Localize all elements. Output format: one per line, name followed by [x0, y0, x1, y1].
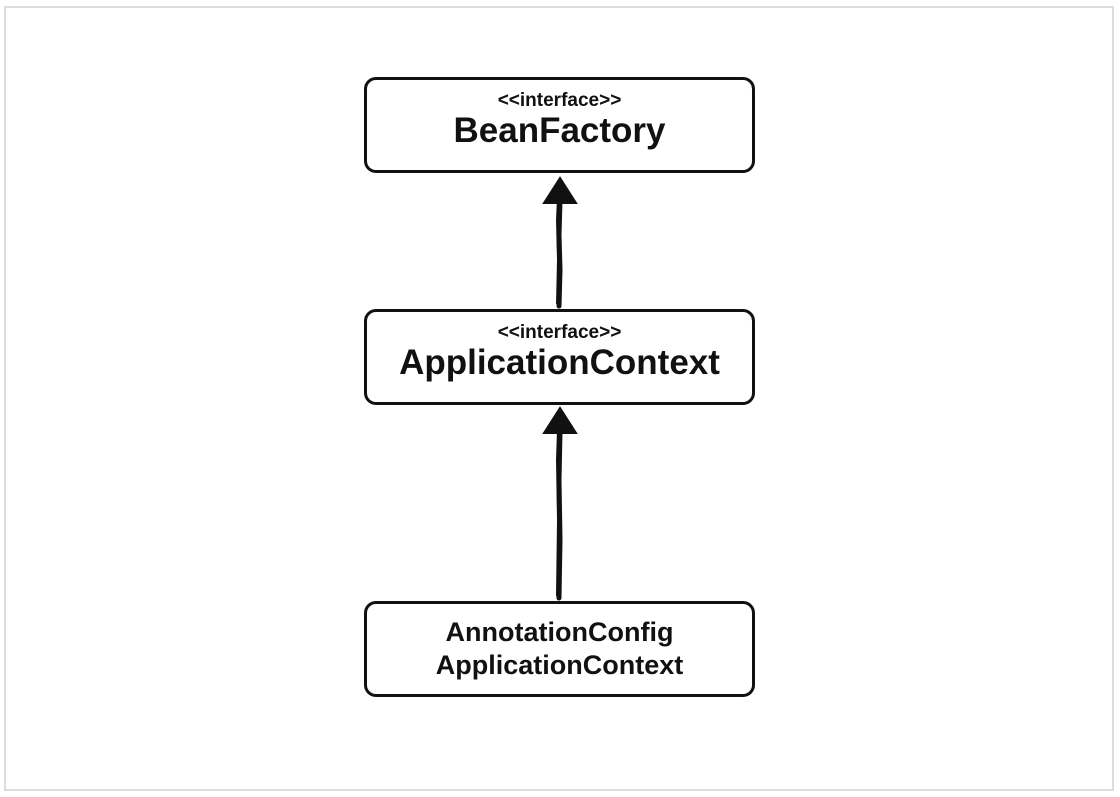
annotationconfig-name-line1: AnnotationConfig: [445, 617, 674, 647]
applicationcontext-name: ApplicationContext: [399, 343, 720, 382]
annotationconfigapplicationcontext-class-box: AnnotationConfig ApplicationContext: [364, 601, 755, 697]
applicationcontext-stereotype: <<interface>>: [497, 322, 622, 343]
beanfactory-stereotype: <<interface>>: [497, 90, 622, 111]
applicationcontext-interface-box: <<interface>> ApplicationContext: [364, 309, 755, 405]
beanfactory-interface-box: <<interface>> BeanFactory: [364, 77, 755, 173]
beanfactory-name: BeanFactory: [453, 111, 666, 150]
annotationconfig-name-line2: ApplicationContext: [435, 650, 684, 680]
